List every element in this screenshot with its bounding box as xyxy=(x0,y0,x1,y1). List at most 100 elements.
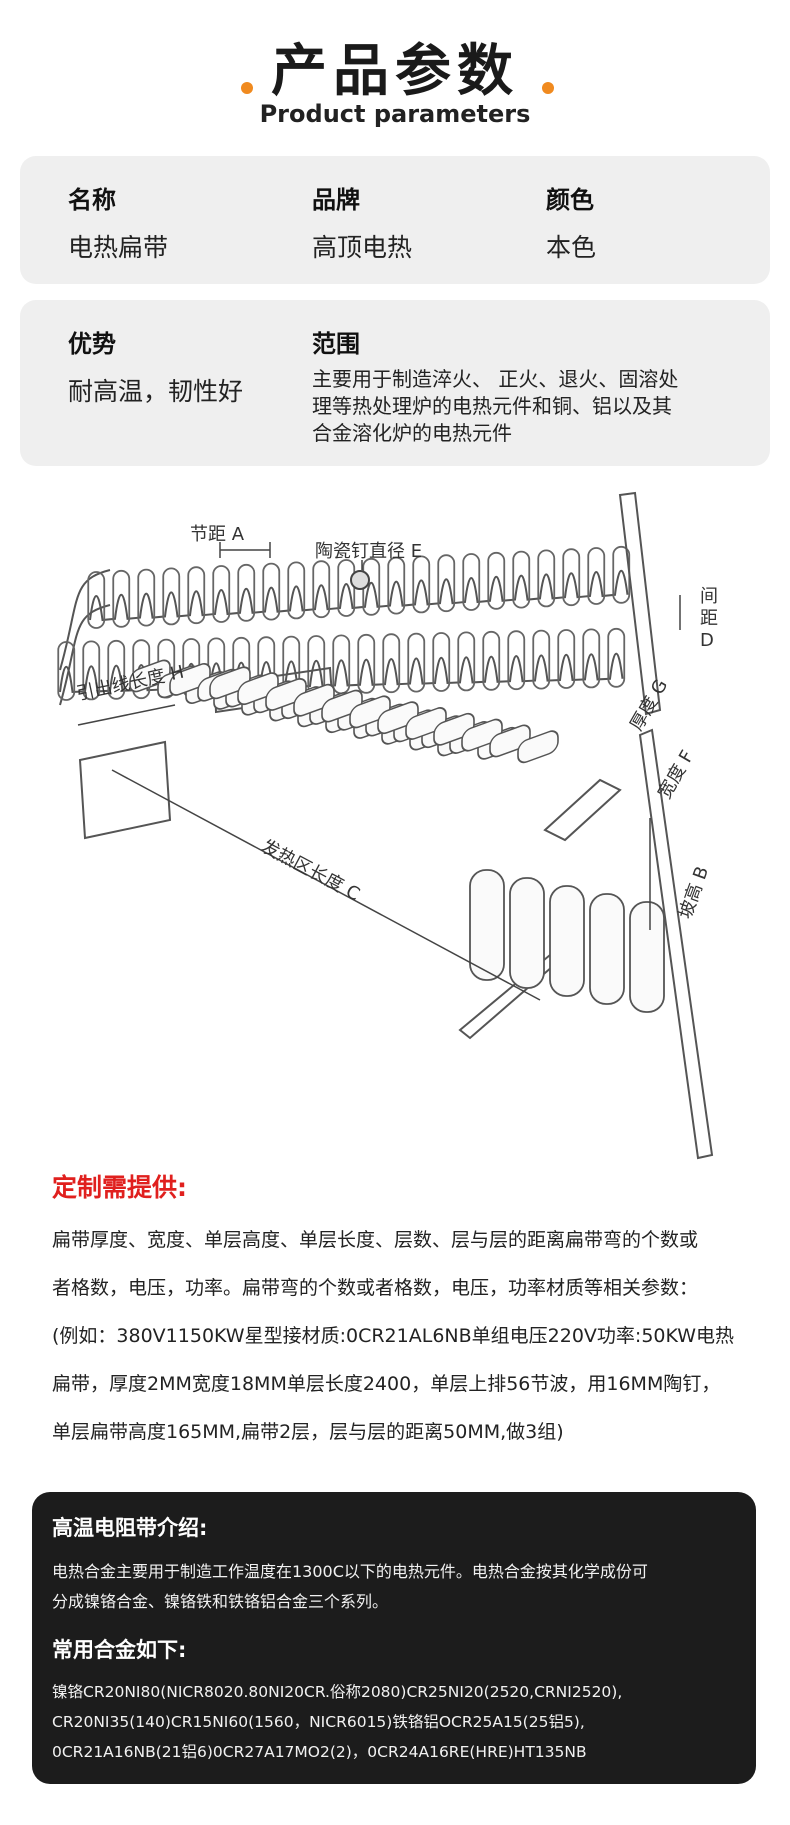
name-value: 电热扁带 xyxy=(68,233,169,262)
wave-loop xyxy=(262,562,281,621)
advantage-value: 耐高温，韧性好 xyxy=(68,377,244,406)
stack-loop xyxy=(517,730,559,764)
stack-loop xyxy=(209,666,251,700)
front-wave-loop xyxy=(589,893,625,1005)
stack-loop xyxy=(349,695,391,729)
wave-loop xyxy=(87,571,106,629)
wave-loop xyxy=(437,554,456,613)
requirements-line-5: 单层扁带高度165MM,扁带2层，层与层的距离50MM,做3组) xyxy=(52,1421,564,1443)
top-wave-strip xyxy=(87,545,631,629)
name-label: 名称 xyxy=(68,186,116,214)
wave-loop xyxy=(587,547,606,605)
brand-value: 高顶电热 xyxy=(312,233,413,262)
wave-loop xyxy=(582,628,601,689)
lower-wave-stack xyxy=(129,659,665,1013)
stack-loop xyxy=(169,662,211,696)
wave-loop xyxy=(432,632,451,692)
color-value: 本色 xyxy=(546,233,597,262)
wave-segment xyxy=(89,570,629,622)
intro-panel: 高温电阻带介绍: 电热合金主要用于制造工作温度在1300C以下的电热元件。电热合… xyxy=(32,1492,756,1784)
stack-loop xyxy=(405,707,447,740)
wave-loop xyxy=(137,568,156,627)
wave-loop xyxy=(512,550,531,609)
wave-loop xyxy=(187,566,206,625)
page-subtitle: Product parameters xyxy=(259,100,531,128)
requirements-line-2: 者格数，电压，功率。扁带弯的个数或者格数，电压，功率材质等相关参数： xyxy=(52,1277,699,1299)
wave-loop xyxy=(82,640,101,701)
wave-loop xyxy=(287,561,306,620)
front-wave-loop xyxy=(509,877,545,989)
wave-loop xyxy=(457,631,476,692)
stack-loop xyxy=(461,718,503,752)
label-pin-dia: 陶瓷钉直径 E xyxy=(315,541,422,562)
alloy-line-3: 0CR21A16NB(21铝6)0CR27A17MO2(2)，0CR24A16R… xyxy=(52,1743,587,1761)
wave-loop xyxy=(237,563,256,622)
wave-loop xyxy=(357,633,376,694)
front-wave-loop xyxy=(549,885,585,997)
wave-loop xyxy=(387,556,406,615)
front-wave-loop xyxy=(629,901,665,1013)
wave-loop xyxy=(557,629,576,689)
header: 产品参数 Product parameters xyxy=(0,20,790,140)
wave-loop xyxy=(537,549,556,608)
label-gap-1: 间 xyxy=(700,586,718,607)
label-lead: 引出线长度 H xyxy=(75,662,186,705)
wave-loop xyxy=(532,629,551,690)
scope-label: 范围 xyxy=(312,330,360,358)
requirements-line-4: 扁带，厚度2MM宽度18MM单层长度2400，单层上排56节波，用16MM陶钉， xyxy=(52,1373,721,1395)
advantage-label: 优势 xyxy=(68,330,116,358)
wave-loop xyxy=(462,553,481,611)
wave-loop xyxy=(162,567,181,626)
stack-loop xyxy=(433,712,475,746)
wave-loop xyxy=(562,548,581,607)
orange-dot-left xyxy=(241,82,253,94)
wave-loop xyxy=(212,565,231,623)
wave-loop xyxy=(507,630,526,691)
requirements-title: 定制需提供: xyxy=(52,1173,187,1202)
stack-loop xyxy=(265,678,307,711)
intro-line-1: 电热合金主要用于制造工作温度在1300C以下的电热元件。电热合金按其化学成份可 xyxy=(52,1562,648,1581)
wave-loop xyxy=(607,627,626,688)
wave-loop xyxy=(482,630,501,691)
wave-loop xyxy=(312,560,331,619)
scope-text: 主要用于制造淬火、 正火、退火、固溶处 理等热处理炉的电热元件和铜、铝以及其 合… xyxy=(312,367,679,445)
label-pitch: 节距 A xyxy=(190,524,245,545)
stack-loop xyxy=(321,689,363,723)
advantage-scope-card: 优势 耐高温，韧性好 范围 主要用于制造淬火、 正火、退火、固溶处 理等热处理炉… xyxy=(20,300,770,466)
label-gap-2: 距 xyxy=(700,608,718,629)
brand-label: 品牌 xyxy=(312,186,360,214)
lead-length-dim-line xyxy=(77,704,176,726)
wave-loop xyxy=(407,632,426,693)
top-lead-plate xyxy=(618,491,714,1160)
wave-loop xyxy=(57,641,76,701)
product-diagram: 节距 A 陶瓷钉直径 E 间 距 D 引出线长度 H 厚度 G 宽度 F 发热区… xyxy=(40,490,760,1190)
label-gap-3: D xyxy=(700,630,714,651)
stack-loop xyxy=(377,701,419,735)
stack-loop xyxy=(237,672,279,706)
alloy-line-2: CR20NI35(140)CR15NI60(1560，NICR6015)铁铬铝O… xyxy=(52,1713,585,1731)
strip-top-shape xyxy=(59,569,111,706)
alloy-title: 常用合金如下: xyxy=(52,1638,187,1662)
color-label: 颜色 xyxy=(546,186,594,214)
wave-loop xyxy=(112,569,131,628)
stack-loop xyxy=(129,659,171,693)
requirements-line-3: (例如：380V1150KW星型接材质:0CR21AL6NB单组电压220V功率… xyxy=(52,1325,735,1347)
label-width: 宽度 F xyxy=(654,747,698,803)
wave-loop xyxy=(487,551,506,610)
alloy-line-1: 镍铬CR20NI80(NICR8020.80NI20CR.俗称2080)CR25… xyxy=(52,1683,623,1701)
intro-title: 高温电阻带介绍: xyxy=(52,1516,208,1540)
ceramic-pin-icon xyxy=(350,570,370,590)
requirements-line-1: 扁带厚度、宽度、单层高度、单层长度、层数、层与层的距离扁带弯的个数或 xyxy=(52,1229,699,1251)
wave-loop xyxy=(107,639,126,700)
page-title: 产品参数 xyxy=(271,39,519,104)
label-slope: 坡高 B xyxy=(675,864,713,922)
stack-loop xyxy=(489,724,531,758)
intro-line-2: 分成镍铬合金、镍铬铁和铁铬铝合金三个系列。 xyxy=(52,1592,389,1611)
basic-info-card: 名称 电热扁带 品牌 高顶电热 颜色 本色 xyxy=(20,156,770,284)
stack-loop xyxy=(293,683,335,717)
heat-length-dim-line xyxy=(111,769,541,1001)
heating-strip-drawing: 节距 A 陶瓷钉直径 E 间 距 D 引出线长度 H 厚度 G 宽度 F 发热区… xyxy=(57,491,718,1160)
front-wave-loop xyxy=(469,869,505,981)
orange-dot-right xyxy=(542,82,554,94)
label-heat-length: 发热区长度 C xyxy=(258,836,363,905)
